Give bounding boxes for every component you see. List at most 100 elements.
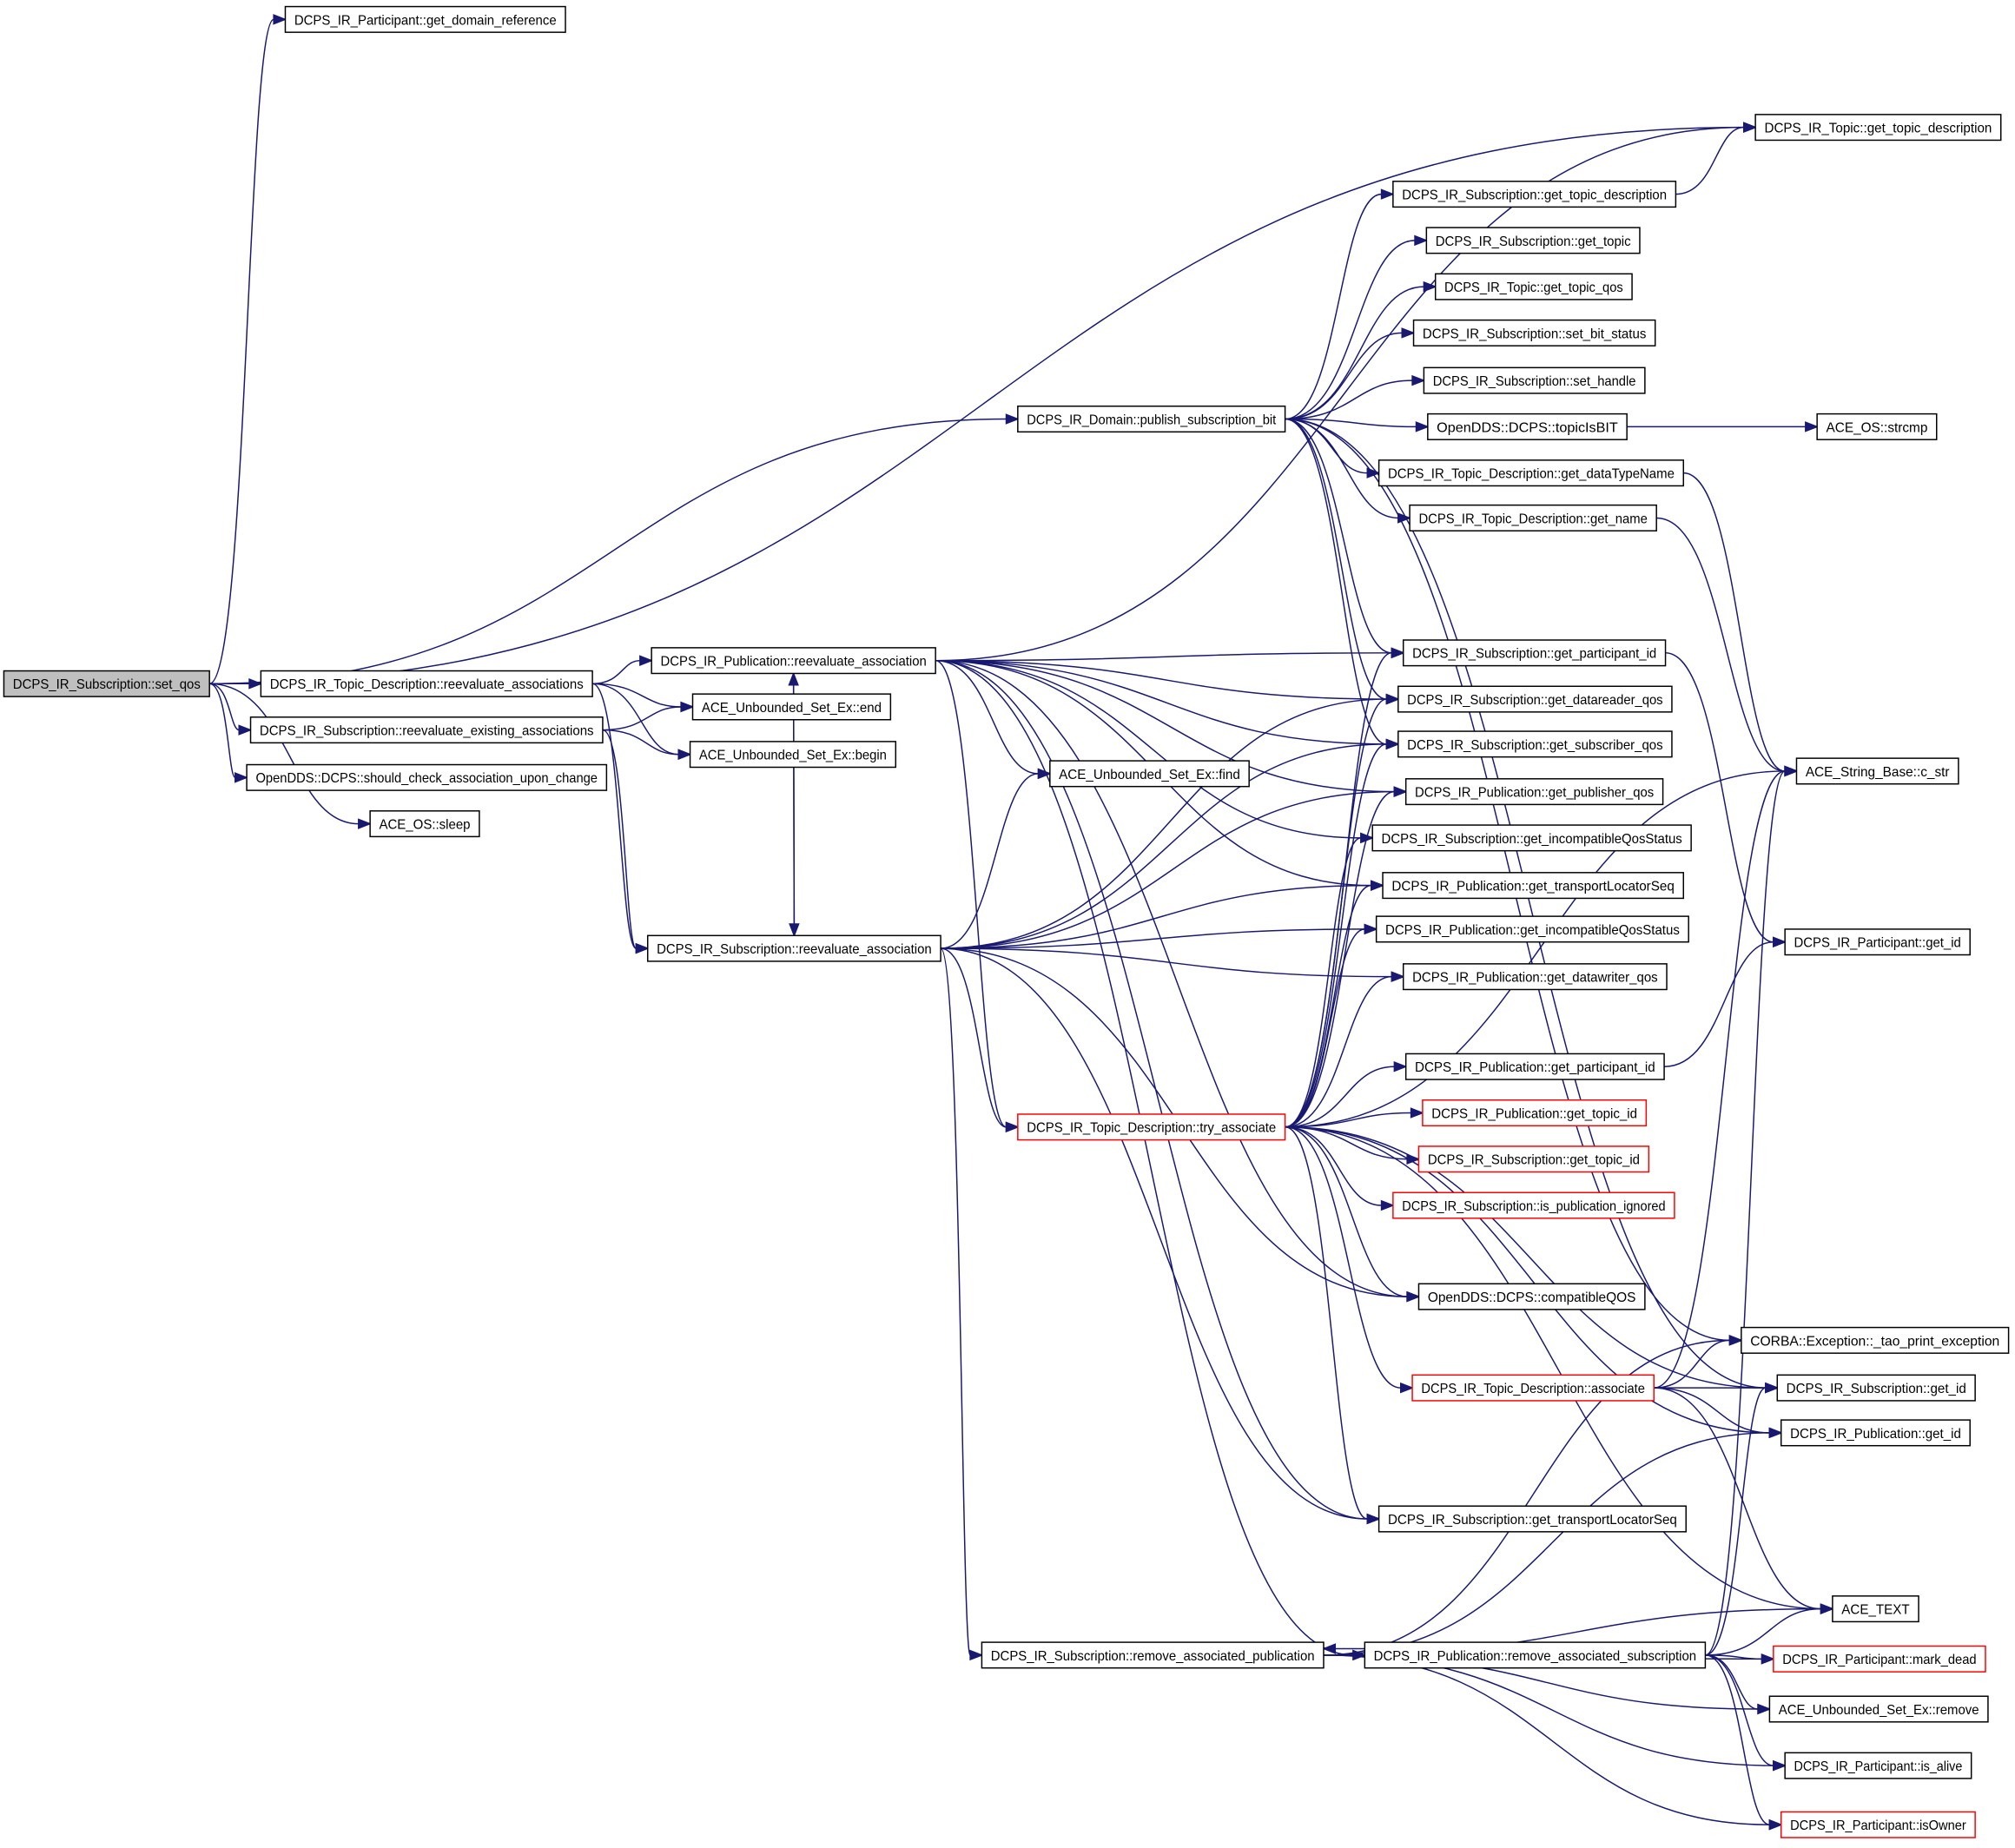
node-label: DCPS_IR_Topic::get_topic_qos — [1444, 280, 1623, 295]
arrowhead-icon — [1743, 122, 1758, 133]
edge-pub-reevaluate-association-to-compatibleqos — [935, 659, 1421, 1303]
arrowhead-icon — [1380, 188, 1395, 200]
node-box — [260, 670, 593, 697]
node-pub-incompat[interactable]: DCPS_IR_Publication::get_incompatibleQos… — [1375, 915, 1689, 943]
node-os-sleep[interactable]: ACE_OS::sleep — [369, 810, 480, 838]
edge-line — [1654, 1387, 1770, 1434]
node-pub-get-id[interactable]: DCPS_IR_Publication::get_id — [1780, 1419, 1971, 1447]
node-get-datatypename[interactable]: DCPS_IR_Topic_Description::get_dataTypeN… — [1377, 459, 1685, 487]
node-box — [651, 647, 936, 675]
node-sub-reevaluate-association[interactable]: DCPS_IR_Subscription::reevaluate_associa… — [646, 934, 941, 962]
node-box — [1773, 1645, 1986, 1673]
node-tao-print-exception[interactable]: CORBA::Exception::_tao_print_exception — [1741, 1326, 2010, 1354]
node-set-end[interactable]: ACE_Unbounded_Set_Ex::end — [691, 693, 892, 721]
edge-publish-subscription-bit-to-set-handle — [1285, 374, 1426, 420]
node-is-publication-ignored[interactable]: DCPS_IR_Subscription::is_publication_ign… — [1392, 1191, 1675, 1219]
node-label: ACE_Unbounded_Set_Ex::find — [1059, 768, 1240, 782]
edge-line — [209, 683, 359, 825]
node-label: ACE_String_Base::c_str — [1806, 765, 1950, 780]
edge-td-reevaluate-associations-to-pub-reevaluate-association — [592, 655, 654, 685]
edge-line — [940, 947, 1007, 1128]
node-c-str[interactable]: ACE_String_Base::c_str — [1795, 757, 1959, 785]
node-box — [1411, 1374, 1655, 1402]
edge-line — [1323, 1654, 1774, 1766]
edge-line — [1285, 193, 1382, 420]
node-get-domain-reference[interactable]: DCPS_IR_Participant::get_domain_referenc… — [284, 5, 566, 33]
node-sub-get-topic-id[interactable]: DCPS_IR_Subscription::get_topic_id — [1417, 1145, 1650, 1173]
node-set-begin[interactable]: ACE_Unbounded_Set_Ex::begin — [689, 741, 897, 769]
edge-line — [1705, 1654, 1759, 1710]
node-topic-get-topic-description[interactable]: DCPS_IR_Topic::get_topic_description — [1754, 114, 2002, 142]
edge-try-associate-to-is-publication-ignored — [1285, 1126, 1395, 1211]
edge-remove-assoc-pub-to-tao-print-exception — [1323, 1335, 1743, 1656]
node-sub-get-id[interactable]: DCPS_IR_Subscription::get_id — [1776, 1374, 1976, 1402]
edge-line — [941, 790, 1395, 949]
node-box — [1404, 778, 1664, 806]
node-should-check[interactable]: OpenDDS::DCPS::should_check_association_… — [246, 763, 608, 791]
edge-line — [602, 729, 679, 756]
node-box — [1417, 1145, 1650, 1173]
edge-line — [935, 659, 1039, 775]
node-get-name[interactable]: DCPS_IR_Topic_Description::get_name — [1409, 504, 1657, 531]
node-sub-get-topic[interactable]: DCPS_IR_Subscription::get_topic — [1425, 227, 1641, 254]
node-strcmp[interactable]: ACE_OS::strcmp — [1816, 412, 1938, 440]
node-ace-text[interactable]: ACE_TEXT — [1832, 1595, 1919, 1623]
node-remove-assoc-pub[interactable]: DCPS_IR_Subscription::remove_associated_… — [981, 1641, 1325, 1669]
node-topicisbit[interactable]: OpenDDS::DCPS::topicIsBIT — [1427, 412, 1628, 440]
edge-line — [1323, 1432, 1770, 1656]
node-set-bit-status[interactable]: DCPS_IR_Subscription::set_bit_status — [1412, 319, 1656, 346]
node-sub-transport[interactable]: DCPS_IR_Subscription::get_transportLocat… — [1377, 1505, 1687, 1533]
node-box — [1409, 504, 1657, 531]
node-reevaluate-existing[interactable]: DCPS_IR_Subscription::reevaluate_existin… — [249, 716, 604, 744]
node-label: OpenDDS::DCPS::topicIsBIT — [1437, 420, 1618, 435]
node-publish-subscription-bit[interactable]: DCPS_IR_Domain::publish_subscription_bit — [1017, 405, 1286, 433]
node-box — [1017, 405, 1286, 433]
edge-line — [1654, 770, 1786, 1389]
node-get-datareader-qos[interactable]: DCPS_IR_Subscription::get_datareader_qos — [1397, 685, 1673, 713]
edge-line — [1683, 472, 1786, 772]
node-get-subscriber-qos[interactable]: DCPS_IR_Subscription::get_subscriber_qos — [1397, 730, 1673, 758]
node-box — [1364, 1641, 1707, 1669]
node-sub-incompat[interactable]: DCPS_IR_Subscription::get_incompatibleQo… — [1371, 824, 1692, 852]
node-pub-reevaluate-association[interactable]: DCPS_IR_Publication::reevaluate_associat… — [651, 647, 936, 675]
node-set-remove[interactable]: ACE_Unbounded_Set_Ex::remove — [1768, 1695, 1989, 1723]
node-remove-assoc-sub[interactable]: DCPS_IR_Publication::remove_associated_s… — [1364, 1641, 1707, 1669]
node-try-associate[interactable]: DCPS_IR_Topic_Description::try_associate — [1017, 1113, 1286, 1141]
node-get-datawriter-qos[interactable]: DCPS_IR_Publication::get_datawriter_qos — [1402, 963, 1668, 991]
edge-line — [1285, 652, 1392, 1128]
node-label: DCPS_IR_Subscription::get_topic_id — [1428, 1153, 1640, 1168]
node-box — [1392, 1191, 1675, 1219]
node-set-find[interactable]: ACE_Unbounded_Set_Ex::find — [1049, 760, 1250, 788]
node-label: DCPS_IR_Subscription::get_participant_id — [1412, 647, 1656, 662]
node-label: OpenDDS::DCPS::should_check_association_… — [255, 771, 598, 786]
edge-line — [591, 683, 638, 949]
node-sub-get-topic-description[interactable]: DCPS_IR_Subscription::get_topic_descript… — [1392, 181, 1677, 208]
node-part-get-id[interactable]: DCPS_IR_Participant::get_id — [1784, 928, 1971, 956]
node-sub-get-participant-id[interactable]: DCPS_IR_Subscription::get_participant_id — [1402, 639, 1667, 667]
node-label: CORBA::Exception::_tao_print_exception — [1750, 1334, 1999, 1349]
node-label: DCPS_IR_Subscription::set_bit_status — [1423, 327, 1647, 341]
node-set-handle[interactable]: DCPS_IR_Subscription::set_handle — [1423, 366, 1646, 394]
node-is-alive[interactable]: DCPS_IR_Participant::is_alive — [1784, 1752, 1972, 1779]
edge-pub-reevaluate-association-to-topic-get-topic-description — [935, 122, 1758, 662]
edge-line — [1285, 1126, 1401, 1389]
node-associate[interactable]: DCPS_IR_Topic_Description::associate — [1411, 1374, 1655, 1402]
node-box — [1392, 181, 1677, 208]
node-mark-dead[interactable]: DCPS_IR_Participant::mark_dead — [1773, 1645, 1986, 1673]
node-compatibleqos[interactable]: OpenDDS::DCPS::compatibleQOS — [1417, 1283, 1646, 1310]
node-label: DCPS_IR_Topic_Description::get_dataTypeN… — [1388, 467, 1675, 482]
edge-line — [1285, 418, 1398, 519]
edge-line — [935, 659, 1387, 745]
node-pub-transport[interactable]: DCPS_IR_Publication::get_transportLocato… — [1382, 872, 1685, 900]
node-pub-get-participant-id[interactable]: DCPS_IR_Publication::get_participant_id — [1404, 1053, 1665, 1080]
arrowhead-icon — [1773, 936, 1787, 947]
edge-line — [1285, 1126, 1770, 1434]
node-label: DCPS_IR_Subscription::get_datareader_qos — [1407, 693, 1663, 708]
node-topic-get-topic-qos[interactable]: DCPS_IR_Topic::get_topic_qos — [1434, 273, 1633, 300]
node-isowner[interactable]: DCPS_IR_Participant::isOwner — [1780, 1811, 1976, 1838]
node-pub-get-topic-id[interactable]: DCPS_IR_Publication::get_topic_id — [1422, 1099, 1648, 1127]
node-label: DCPS_IR_Publication::remove_associated_s… — [1374, 1649, 1696, 1664]
node-td-reevaluate-associations[interactable]: DCPS_IR_Topic_Description::reevaluate_as… — [260, 670, 593, 697]
node-get-publisher-qos[interactable]: DCPS_IR_Publication::get_publisher_qos — [1404, 778, 1664, 806]
node-set-qos[interactable]: DCPS_IR_Subscription::set_qos — [3, 670, 210, 697]
